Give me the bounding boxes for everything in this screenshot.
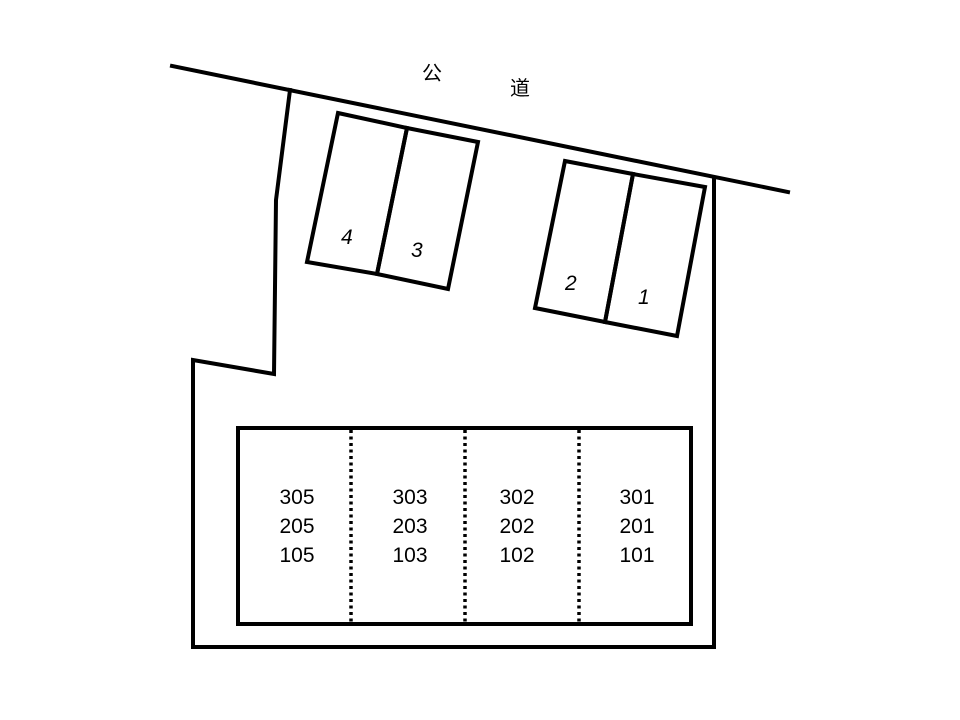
unit-number: 203 [392, 515, 427, 538]
unit-column: 303 203 103 [392, 486, 427, 567]
road-boundary-line [169, 63, 791, 195]
unit-column: 301 201 101 [619, 486, 654, 567]
parking-slot-label: 1 [638, 286, 650, 309]
parking-group-left [304, 110, 481, 292]
unit-number: 101 [619, 544, 654, 567]
parking-slot-label: 4 [341, 226, 353, 249]
building-outline [236, 426, 693, 626]
parking-slot-label: 2 [564, 272, 577, 295]
road-label-1: 公 [422, 61, 442, 85]
lot-boundary [191, 87, 716, 649]
unit-number: 205 [279, 515, 314, 538]
unit-number: 301 [619, 486, 654, 509]
unit-number: 303 [392, 486, 427, 509]
unit-number: 202 [499, 515, 534, 538]
parking-group-right [532, 158, 708, 339]
unit-number: 103 [392, 544, 427, 567]
unit-number: 201 [619, 515, 654, 538]
unit-number: 105 [279, 544, 314, 567]
unit-column: 305 205 105 [279, 486, 314, 567]
road-label-2: 道 [510, 76, 530, 100]
unit-number: 102 [499, 544, 534, 567]
parking-slot-1 [602, 171, 708, 339]
parking-slot-label: 3 [411, 239, 423, 262]
unit-number: 302 [499, 486, 534, 509]
building [236, 426, 693, 626]
unit-number: 305 [279, 486, 314, 509]
unit-column: 302 202 102 [499, 486, 534, 567]
parking-slot-3 [374, 125, 481, 292]
